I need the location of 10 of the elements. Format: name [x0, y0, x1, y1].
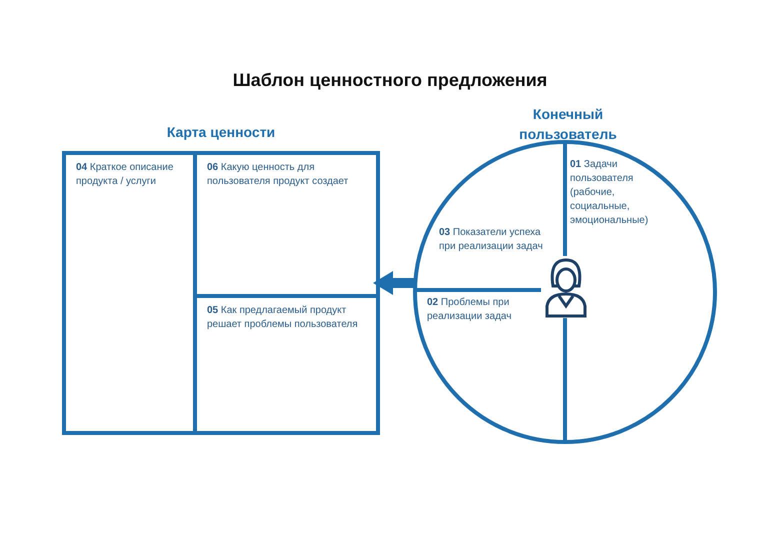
quadrant-text: 02 Проблемы при реализации задач	[427, 296, 537, 324]
cell-text: 05 Как предлагаемый продукт решает проблемы пользователя	[207, 304, 359, 332]
cell-text: 06 Какую ценность для пользователя продукт создает	[207, 161, 350, 189]
section-heading: Конечный пользователь	[518, 105, 618, 144]
section-heading: Карта ценности	[166, 123, 276, 142]
quadrant-text: 01 Задачи пользователя (рабочие, социальные, эмоциональные)	[570, 158, 670, 228]
diagram-title: Шаблон ценностного предложения	[232, 70, 548, 91]
cell-text: 04 Краткое описание продукта / услуги	[76, 161, 174, 189]
arrow	[373, 271, 414, 295]
quadrant-text: 03 Показатели успеха при реализации задач	[439, 226, 559, 254]
